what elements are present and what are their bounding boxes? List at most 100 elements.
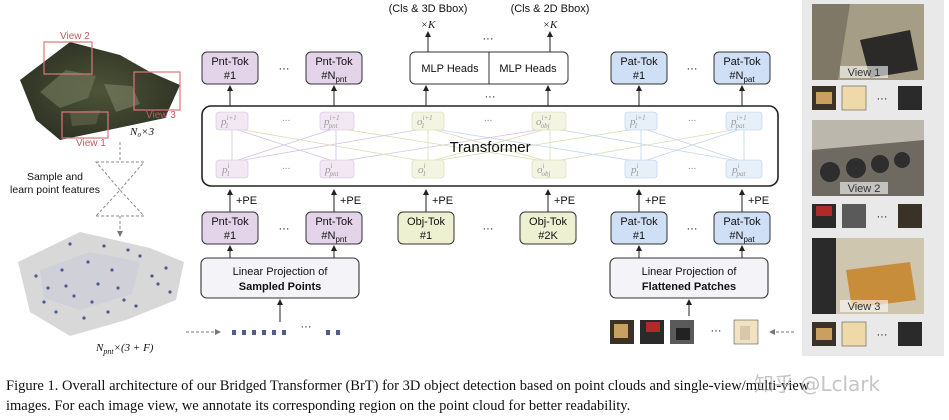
- svg-text:#Npnt: #Npnt: [321, 230, 347, 244]
- token-pnt-1: Pnt-Tok #1: [201, 211, 259, 245]
- top-pnt-ellipsis: ···: [279, 63, 290, 75]
- view3-patch-ellipsis: ···: [877, 329, 888, 341]
- svg-text:···: ···: [484, 115, 493, 127]
- sample-label-1: Sample and: [27, 171, 83, 183]
- svg-text:Pat-Tok: Pat-Tok: [620, 216, 658, 228]
- view1-patches: [812, 85, 922, 111]
- points-ellipsis: ···: [301, 321, 312, 333]
- pe-label: +PE: [554, 195, 575, 207]
- view3-region: [133, 71, 181, 111]
- transformer-title: Transformer: [449, 139, 530, 156]
- mlp-heads-block: MLP Heads MLP Heads: [409, 51, 569, 85]
- svg-text:pi1: pi1: [221, 162, 230, 178]
- watermark: 知乎 @Lclark: [754, 372, 881, 396]
- svg-text:#1: #1: [633, 230, 645, 242]
- token-obj-2k: Obj-Tok #2K: [519, 211, 577, 245]
- top-token-pat-1: Pat-Tok #1: [610, 51, 668, 85]
- svg-text:Pat-Tok: Pat-Tok: [723, 216, 761, 228]
- svg-text:···: ···: [688, 163, 697, 175]
- svg-text:#Npat: #Npat: [729, 70, 755, 84]
- view1-image: View 1: [812, 4, 924, 80]
- times-k-right: ×K: [543, 19, 558, 31]
- mlp-heads-left: MLP Heads: [421, 63, 479, 75]
- svg-text:View 2: View 2: [848, 183, 881, 195]
- sampled-points-row: [232, 330, 340, 335]
- n0-label: N₀×3: [129, 126, 155, 138]
- token-pat-n: Pat-Tok #Npat: [713, 211, 771, 245]
- svg-text:Pnt-Tok: Pnt-Tok: [315, 216, 353, 228]
- svg-text:#Npat: #Npat: [729, 230, 755, 244]
- view3-label: View 3: [146, 110, 176, 121]
- token-pat-1: Pat-Tok #1: [610, 211, 668, 245]
- view1-label: View 1: [76, 138, 106, 149]
- svg-text:oi+11: oi+11: [417, 114, 432, 130]
- svg-text:Obj-Tok: Obj-Tok: [529, 216, 567, 228]
- svg-text:Pnt-Tok: Pnt-Tok: [315, 56, 353, 68]
- view1-patch-ellipsis: ···: [877, 93, 888, 105]
- view2-label: View 2: [60, 31, 90, 42]
- architecture-diagram: View 2 View 3 View 1 N₀×3 Sample and lea…: [10, 0, 944, 356]
- view3-image: View 3: [812, 238, 924, 314]
- proj-points-line2: Sampled Points: [239, 281, 322, 293]
- pe-label: +PE: [432, 195, 453, 207]
- svg-text:pi+11: pi+11: [220, 114, 236, 130]
- proj-patches-line2: Flattened Patches: [642, 281, 736, 293]
- npnt-label: Npnt×(3 + F): [95, 342, 154, 356]
- figure-caption: Figure 1. Overall architecture of our Br…: [6, 376, 946, 416]
- view2-patch-ellipsis: ···: [877, 211, 888, 223]
- pe-label: +PE: [340, 195, 361, 207]
- top-ellipsis: ···: [483, 33, 494, 45]
- caption-line-2: images. For each image view, we annotate…: [6, 398, 631, 414]
- pnt-tok-ellipsis: ···: [279, 223, 290, 235]
- pat-tok-ellipsis: ···: [687, 223, 698, 235]
- sampled-point-cloud: [18, 232, 184, 336]
- view2-region: [43, 41, 93, 75]
- svg-text:pi+11: pi+11: [629, 114, 645, 130]
- svg-text:View 1: View 1: [848, 67, 881, 79]
- times-k-left: ×K: [421, 19, 436, 31]
- raw-point-cloud: [20, 42, 180, 140]
- svg-text:Pat-Tok: Pat-Tok: [723, 56, 761, 68]
- svg-text:···: ···: [282, 115, 291, 127]
- sampling-hourglass: [94, 142, 146, 237]
- proj-patches-line1: Linear Projection of: [642, 266, 738, 278]
- svg-text:Obj-Tok: Obj-Tok: [407, 216, 445, 228]
- obj-tok-ellipsis: ···: [483, 223, 494, 235]
- top-token-pat-n: Pat-Tok #Npat: [713, 51, 771, 85]
- svg-text:#Npnt: #Npnt: [321, 70, 347, 84]
- linear-projection-points: [200, 257, 360, 299]
- svg-text:#2K: #2K: [538, 230, 558, 242]
- view1-region: [61, 111, 109, 139]
- image-patches-row: [610, 319, 759, 345]
- sample-label-2: learn point features: [10, 184, 100, 196]
- svg-text:Pnt-Tok: Pnt-Tok: [211, 216, 249, 228]
- top-pat-ellipsis: ···: [687, 63, 698, 75]
- view2-image: View 2: [812, 120, 924, 196]
- svg-text:oi1: oi1: [418, 162, 426, 178]
- svg-text:···: ···: [688, 115, 697, 127]
- cls-3d-label: (Cls & 3D Bbox): [389, 3, 468, 15]
- svg-text:Pat-Tok: Pat-Tok: [620, 56, 658, 68]
- pe-label: +PE: [748, 195, 769, 207]
- token-pnt-n: Pnt-Tok #Npnt: [305, 211, 363, 245]
- svg-text:#1: #1: [633, 70, 645, 82]
- proj-points-line1: Linear Projection of: [233, 266, 329, 278]
- svg-text:View 3: View 3: [848, 301, 881, 313]
- svg-text:#1: #1: [224, 230, 236, 242]
- svg-text:#1: #1: [224, 70, 236, 82]
- caption-line-1: Figure 1. Overall architecture of our Br…: [6, 378, 810, 394]
- svg-text:···: ···: [282, 163, 291, 175]
- svg-text:Pnt-Tok: Pnt-Tok: [211, 56, 249, 68]
- cls-2d-label: (Cls & 2D Bbox): [511, 3, 590, 15]
- token-obj-1: Obj-Tok #1: [397, 211, 455, 245]
- svg-text:#1: #1: [420, 230, 432, 242]
- view3-patches: [812, 321, 922, 347]
- attention-connections: [231, 127, 745, 163]
